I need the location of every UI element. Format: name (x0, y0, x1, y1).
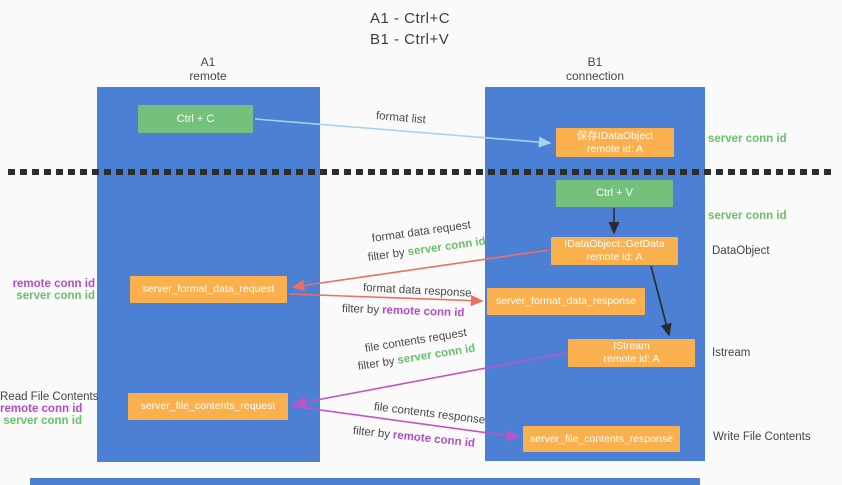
filter-server-conn-id: server conn id (406, 235, 487, 259)
file-remote-conn-id-label: remote conn id (0, 403, 83, 415)
lifeline-a1-role: remote (189, 69, 227, 83)
ctrl-v-action-box: Ctrl + V (556, 180, 673, 207)
file-left-labels: Read File Contents remote conn id server… (0, 391, 99, 427)
server-file-contents-response-label: server_file_contents_response (529, 432, 673, 445)
ctrl-v-label: Ctrl + V (596, 187, 633, 199)
lifeline-b1-name: B1 (587, 55, 603, 69)
lifeline-header-a1: A1 remote (148, 55, 268, 83)
save-dataobject-line2: remote id: A (586, 142, 644, 155)
filter-by-prefix: filter by (357, 355, 396, 373)
getdata-line1: IDataObject::GetData (564, 238, 665, 250)
filter-remote-conn-id: remote conn id (392, 429, 476, 450)
filter-by-prefix: filter by (367, 246, 406, 264)
format-list-arrow-label: format list (375, 110, 427, 127)
title-line-ctrl-v: B1 - Ctrl+V (370, 31, 450, 48)
filter-by-prefix: filter by (341, 303, 380, 317)
save-dataobject-box: 保存IDataObject remote id: A (556, 128, 674, 157)
phase-separator-dashed-line (8, 169, 834, 175)
getdata-line2: remote id: A (586, 251, 643, 263)
server-conn-id-label-top: server conn id (708, 133, 787, 145)
server-format-data-response-box: server_format_data_response (487, 288, 645, 315)
istream-side-label: Istream (712, 347, 751, 359)
file-server-conn-id-label: server conn id (3, 415, 82, 427)
server-file-contents-response-box: server_file_contents_response (523, 426, 680, 452)
server-format-data-response-label: server_format_data_response (495, 295, 637, 307)
dataobject-label: DataObject (712, 245, 770, 257)
ctrl-c-action-box: Ctrl + C (138, 105, 253, 133)
save-dataobject-line1: 保存IDataObject (576, 129, 654, 142)
filter-by-prefix: filter by (352, 425, 391, 441)
bottom-lifeline-strip (30, 478, 700, 485)
diagram-title: A1 - Ctrl+C B1 - Ctrl+V (370, 8, 450, 50)
server-file-contents-request-box: server_file_contents_request (128, 393, 288, 420)
format-remote-conn-id-label: remote conn id (12, 278, 95, 290)
istream-line1: IStream (613, 340, 650, 352)
format-data-response-arrow-label: format data response (362, 282, 472, 300)
read-file-contents-label: Read File Contents (0, 391, 99, 403)
server-file-contents-request-label: server_file_contents_request (140, 400, 276, 412)
title-line-ctrl-c: A1 - Ctrl+C (370, 10, 451, 27)
istream-line2: remote id: A (603, 353, 660, 365)
getdata-box: IDataObject::GetData remote id: A (551, 237, 678, 265)
filter-remote-conn-id: remote conn id (381, 304, 465, 320)
ctrl-c-label: Ctrl + C (176, 112, 215, 125)
server-conn-id-label-mid: server conn id (708, 210, 787, 222)
server-format-data-request-label: server_format_data_request (142, 283, 275, 295)
lifeline-a1-name: A1 (200, 55, 216, 69)
format-server-conn-id-label: server conn id (16, 290, 95, 302)
format-left-labels: remote conn id server conn id (10, 278, 95, 302)
istream-box: IStream remote id: A (568, 339, 695, 367)
write-file-contents-label: Write File Contents (713, 431, 811, 443)
lifeline-header-b1: B1 connection (535, 55, 655, 83)
lifeline-b1-role: connection (565, 69, 625, 83)
server-format-data-request-box: server_format_data_request (130, 276, 287, 303)
file-contents-response-arrow-label: file contents response (373, 401, 486, 427)
